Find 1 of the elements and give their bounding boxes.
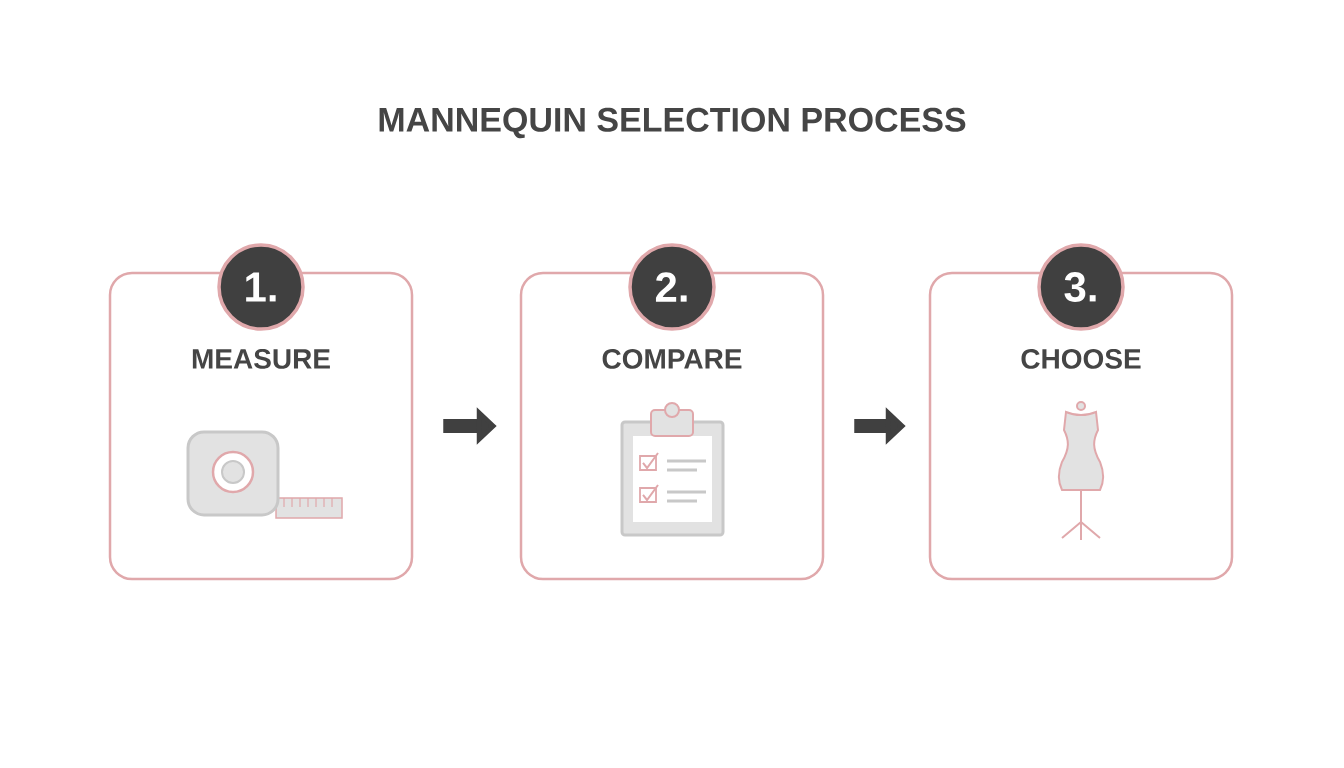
title: MANNEQUIN SELECTION PROCESS: [379, 107, 966, 139]
